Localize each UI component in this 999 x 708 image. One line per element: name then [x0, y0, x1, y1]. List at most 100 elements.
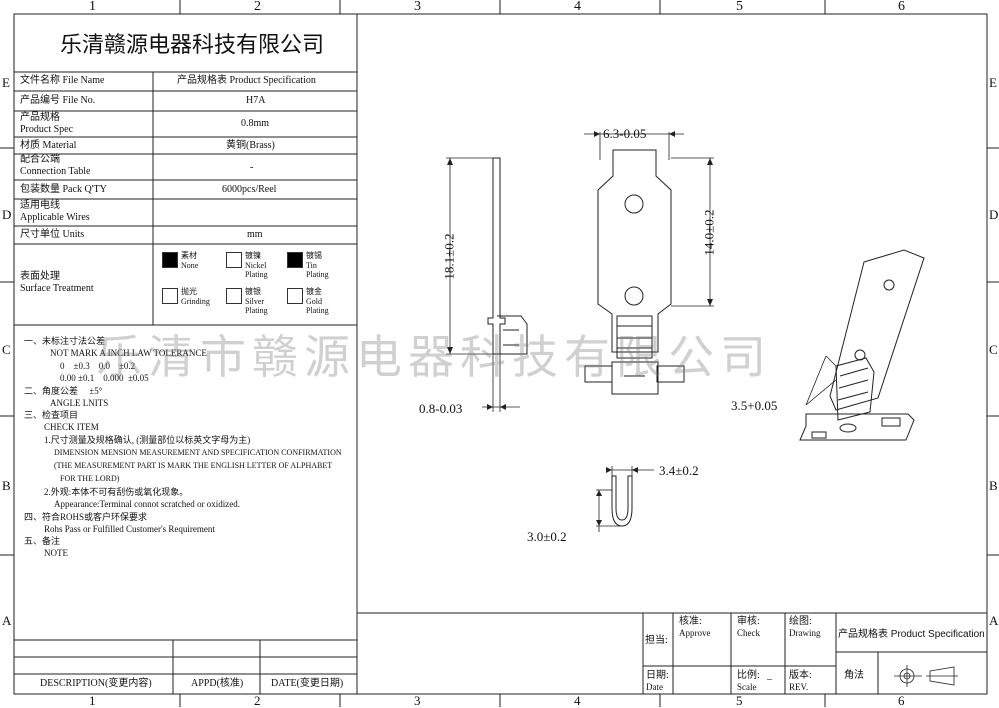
tb-date-en: Date: [646, 682, 663, 692]
spec-label-connection: 配合公端: [20, 154, 60, 165]
spec-value-pack-qty: 6000pcs/Reel: [222, 184, 277, 195]
row-label-left-d: D: [2, 207, 12, 222]
u-view: [611, 475, 633, 527]
company-name: 乐清赣源电器科技有限公司: [60, 32, 325, 57]
checkbox-gold[interactable]: [287, 288, 303, 304]
spec-label-wires-en: Applicable Wires: [20, 212, 90, 223]
note-line: 1.尺寸测量及规格确认, (测量部位以标英文字母为主): [44, 435, 251, 445]
surface-grinding-cn: 抛光: [181, 287, 197, 296]
note-line: CHECK ITEM: [44, 422, 99, 432]
surface-nickel-en: Nickel: [245, 261, 267, 270]
surface-gold-en2: Plating: [306, 306, 329, 315]
spec-value-file-name: 产品规格表 Product Specification: [177, 75, 316, 86]
tb-drawing-cn: 绘图:: [789, 616, 812, 627]
col-label-bottom-6: 6: [898, 693, 905, 708]
spec-label-pack-qty: 包装数量 Pack Q'TY: [20, 184, 107, 195]
front-view: [597, 149, 672, 353]
surface-tin-en2: Plating: [306, 270, 329, 279]
col-label-top-5: 5: [736, 0, 743, 14]
col-label-top-2: 2: [254, 0, 261, 14]
row-label-left-a: A: [2, 613, 12, 628]
col-label-top-4: 4: [574, 0, 581, 14]
surface-grinding-en: Grinding: [181, 297, 210, 306]
spec-label-file-name: 文件名称 File Name: [20, 75, 105, 86]
note-line: NOTE: [44, 548, 68, 558]
spec-label-wires: 适用电线: [20, 200, 60, 211]
tb-verify-cn: 核准:: [679, 616, 702, 627]
tb-check-cn: 审核:: [737, 616, 760, 627]
tb-check-en: Check: [737, 628, 760, 638]
surface-none-en: None: [181, 261, 199, 270]
tb-drawing-en: Drawing: [789, 628, 821, 638]
col-label-bottom-4: 4: [574, 693, 581, 708]
surface-gold-en: Gold: [306, 297, 322, 306]
note-line: NOT MARK A INCH LAW TOLERANCE: [50, 348, 207, 358]
col-label-top-1: 1: [89, 0, 96, 14]
note-line: Rohs Pass or Fulfilled Customer's Requir…: [44, 524, 215, 534]
checkbox-nickel[interactable]: [226, 252, 242, 268]
tb-angle: 角法: [844, 670, 864, 681]
tb-title: 产品规格表 Product Specification: [838, 629, 985, 640]
surface-nickel-en2: Plating: [245, 270, 268, 279]
watermark: 乐清市赣源电器科技有限公司: [96, 331, 772, 383]
note-line: 四、符合ROHS或客户环保要求: [24, 512, 148, 522]
row-label-right-d: D: [989, 207, 999, 222]
note-line: Appearance:Terminal connot scratched or …: [54, 499, 241, 509]
spec-label-product-spec-en: Product Spec: [20, 124, 74, 135]
front-hole-bottom: [624, 286, 644, 306]
col-label-bottom-3: 3: [414, 693, 421, 708]
note-line: FOR THE LORD): [60, 474, 120, 483]
spec-label-product-spec: 产品规格: [20, 112, 60, 123]
surface-silver-en: Silver: [245, 297, 265, 306]
row-label-right-e: E: [989, 75, 997, 90]
isometric-view: [829, 249, 925, 411]
note-line: 三、检查项目: [24, 410, 79, 420]
surface-gold-cn: 镀金: [306, 287, 322, 296]
note-line: (THE MEASUREMENT PART IS MARK THE ENGLIS…: [54, 461, 333, 470]
spec-value-material: 黄铜(Brass): [226, 140, 275, 151]
tb-rev-en: REV.: [789, 682, 809, 692]
dim-iso-width: 3.5+0.05: [731, 398, 778, 413]
spec-label-file-no: 产品编号 File No.: [20, 95, 96, 106]
dim-width-top: 6.3-0.05: [603, 126, 647, 141]
spec-label-connection-en: Connection Table: [20, 166, 91, 177]
checkbox-grinding[interactable]: [162, 288, 178, 304]
surface-label-en: Surface Treatment: [20, 283, 94, 294]
surface-silver-en2: Plating: [245, 306, 268, 315]
col-label-top-6: 6: [898, 0, 905, 14]
tb-rev-cn: 版本:: [789, 670, 812, 681]
iso-hole-top: [883, 279, 895, 291]
checkbox-silver[interactable]: [226, 288, 242, 304]
surface-tin-en: Tin: [306, 261, 317, 270]
tb-scale-val: _: [767, 670, 772, 681]
front-hole-top: [624, 194, 644, 214]
surface-tin-cn: 镀锡: [306, 251, 322, 260]
col-label-top-3: 3: [414, 0, 421, 14]
tb-responsible: 担当:: [645, 635, 668, 646]
checkbox-tin[interactable]: [287, 252, 303, 268]
surface-none-cn: 素材: [181, 251, 197, 260]
tb-scale-en: Scale: [737, 682, 757, 692]
spec-value-product-spec: 0.8mm: [241, 118, 270, 129]
spec-label-material: 材质 Material: [20, 140, 77, 151]
side-view: [487, 157, 506, 355]
spec-value-units: mm: [247, 229, 263, 240]
revision-description-header: DESCRIPTION(变更内容): [40, 678, 152, 689]
tb-scale-cn: 比例:: [737, 670, 760, 681]
note-line: DIMENSION MENSION MEASUREMENT AND SPECIF…: [54, 448, 342, 457]
dim-height-left: 18.1±0.2: [441, 233, 457, 280]
side-view-clip: [497, 315, 528, 355]
note-line: 0.00 ±0.1 0.000 ±0.05: [60, 373, 149, 383]
col-label-bottom-5: 5: [736, 693, 743, 708]
row-label-right-b: B: [989, 478, 998, 493]
checkbox-none[interactable]: [162, 252, 178, 268]
col-label-bottom-2: 2: [254, 693, 261, 708]
note-line: 二、角度公差 ±5°: [24, 386, 103, 396]
row-label-left-c: C: [2, 342, 11, 357]
tb-date-cn: 日期:: [646, 670, 669, 681]
note-line: 2.外观:本体不可有刮伤或氧化现象。: [44, 487, 189, 497]
surface-nickel-cn: 镀镍: [245, 251, 261, 260]
dim-u-height: 3.0±0.2: [527, 529, 567, 544]
